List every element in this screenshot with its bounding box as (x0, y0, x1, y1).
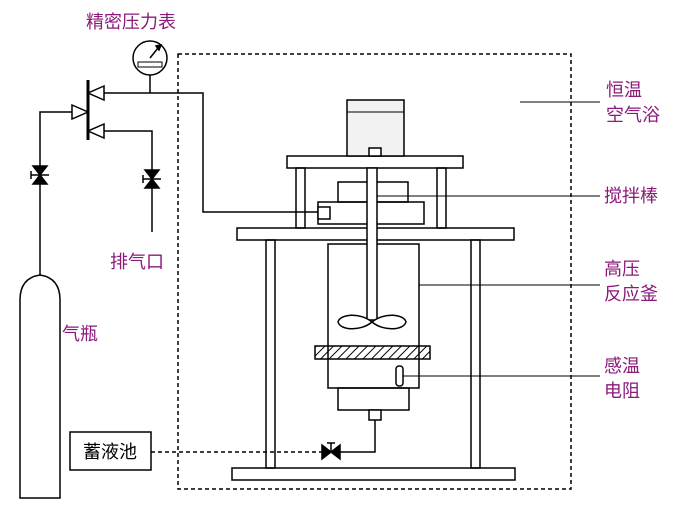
drain-valve-icon (321, 442, 341, 461)
drain-fitting (368, 409, 382, 421)
stirrer-shaft (366, 167, 378, 321)
reservoir-label: 蓄液池 (83, 442, 137, 463)
motor (346, 99, 405, 157)
cylinder-label: 气瓶 (62, 324, 98, 345)
inner-leg-right (436, 167, 447, 229)
air-bath-label-line1: 恒温 (606, 80, 642, 101)
cylinder-valve-icon (30, 165, 49, 185)
thermistor-label-line2: 电阻 (604, 381, 640, 402)
stirrer-impeller-icon (337, 314, 407, 330)
reactor-label-line1: 高压 (604, 259, 640, 280)
base-plate (231, 467, 516, 481)
thermistor-probe (395, 365, 404, 387)
reservoir-box (69, 431, 152, 471)
stirrer-label: 搅拌棒 (604, 186, 658, 207)
outer-leg-right (470, 239, 481, 469)
gauge-label: 精密压力表 (86, 12, 176, 33)
air-bath-box (177, 53, 572, 490)
hatched-band (314, 345, 431, 360)
drain-line (340, 420, 376, 453)
vent-valve-icon (142, 169, 161, 189)
reactor-label-line2: 反应釜 (604, 284, 658, 305)
inner-leg-left (295, 167, 306, 229)
outer-leg-left (265, 239, 276, 469)
three-way-valve-icon (71, 80, 105, 140)
thermistor-label-line1: 感温 (604, 356, 640, 377)
pressure-gauge-icon (132, 40, 168, 76)
gauge-line (104, 92, 318, 213)
cylinder-line (39, 111, 72, 275)
reactor-bottom (337, 387, 410, 411)
vent-line (104, 130, 153, 232)
air-bath-label-line2: 空气浴 (606, 105, 660, 126)
gas-cylinder (19, 274, 61, 499)
top-plate (286, 155, 464, 169)
vent-label: 排气口 (110, 252, 164, 273)
pressure-port (317, 206, 331, 220)
